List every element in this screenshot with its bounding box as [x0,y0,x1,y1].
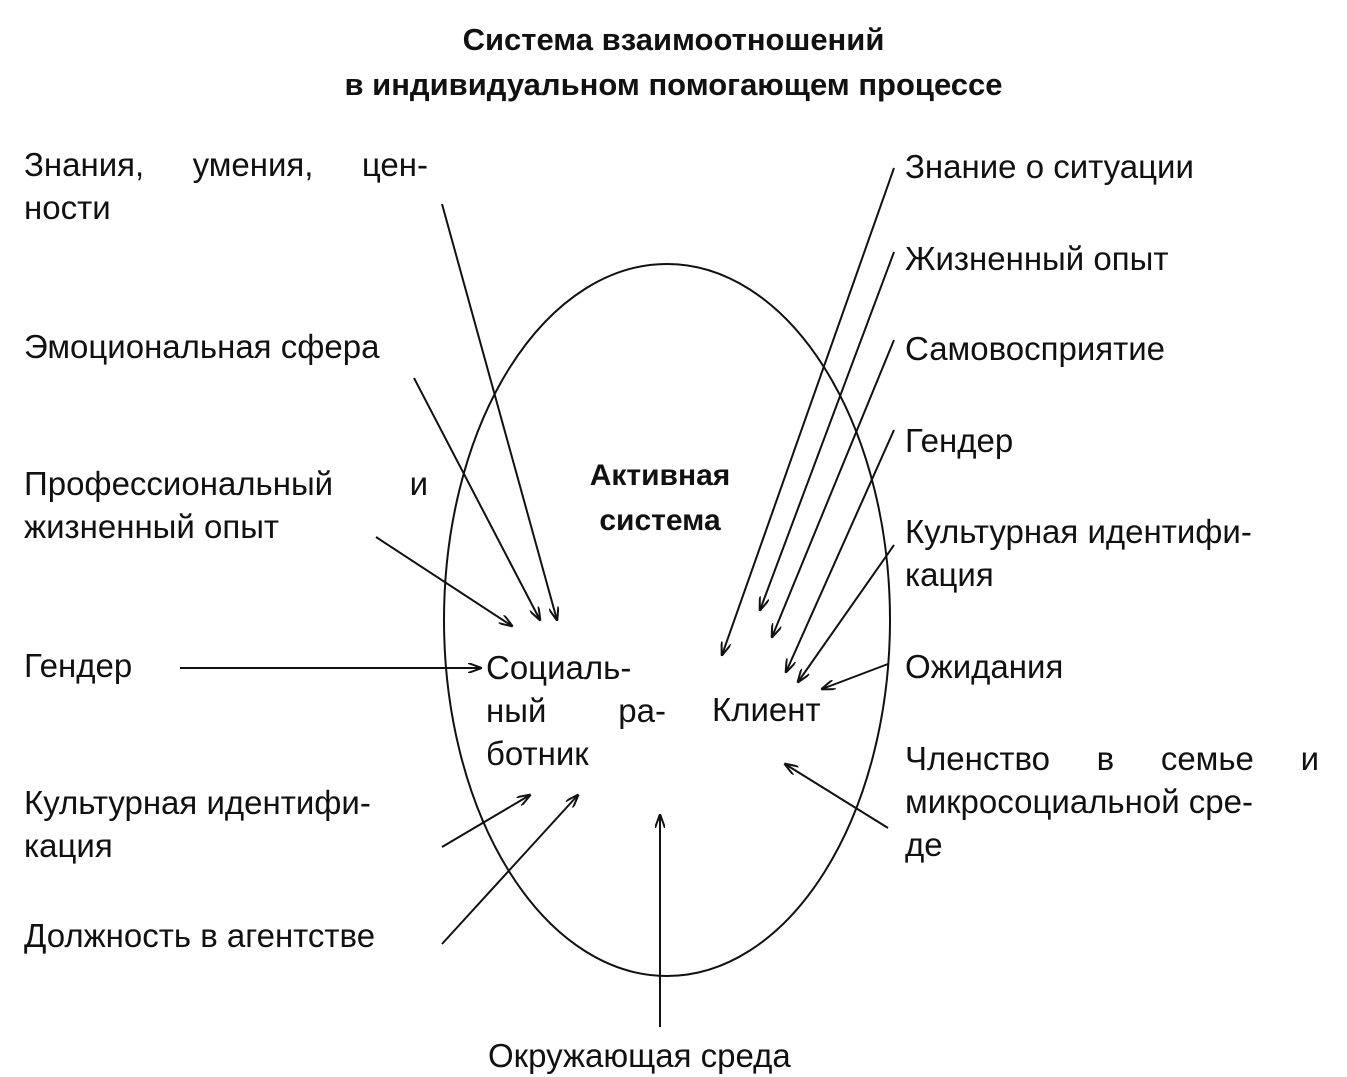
arrow-situation-to-client [722,167,895,655]
right-factor-self-perception: Самовосприятие [905,330,1166,367]
arrow-expectations-to-client [822,663,889,689]
left-factor-emotional: Эмоциональная сфера [24,328,380,365]
diagram-title-line2: в индивидуальном помогающем процессе [344,67,1003,102]
worker-node-line3: ботник [486,735,589,772]
arrow-gender-to-client [786,429,895,672]
right-factor-situation: Знание о ситуации [905,148,1194,185]
arrow-emotional-to-worker [413,377,540,620]
diagram-title-line1: Система взаимоотношений [462,22,885,57]
arrow-life-experience-to-client [760,251,895,610]
arrow-self-perception-to-client [772,339,895,637]
client-node: Клиент [712,691,821,728]
arrow-position-to-worker [441,795,578,945]
active-system-ellipse [443,263,891,977]
left-factor-position: Должность в агентстве [24,917,376,954]
arrow-culture-to-client [798,544,895,682]
right-factor-expectations: Ожидания [905,648,1064,685]
bottom-factor-environment: Окружающая среда [488,1037,791,1074]
left-factor-knowledge: Знания,умения,цен- ности [24,146,428,226]
right-factor-life-experience: Жизненный опыт [905,240,1169,277]
arrow-experience-to-worker [375,536,512,626]
active-system-label-line2: система [599,504,721,537]
right-factor-culture: Культурная идентифи- кация [905,513,1252,593]
left-factor-culture: Культурная идентифи- кация [24,784,371,864]
active-system-label-line1: Активная [589,459,731,492]
left-factor-gender: Гендер [24,647,133,684]
arrow-culture-to-worker [441,795,530,848]
arrow-knowledge-to-worker [441,203,557,620]
right-factor-gender: Гендер [905,422,1014,459]
arrow-family-to-client [785,764,889,829]
worker-node-line1: Социаль- [486,649,632,686]
